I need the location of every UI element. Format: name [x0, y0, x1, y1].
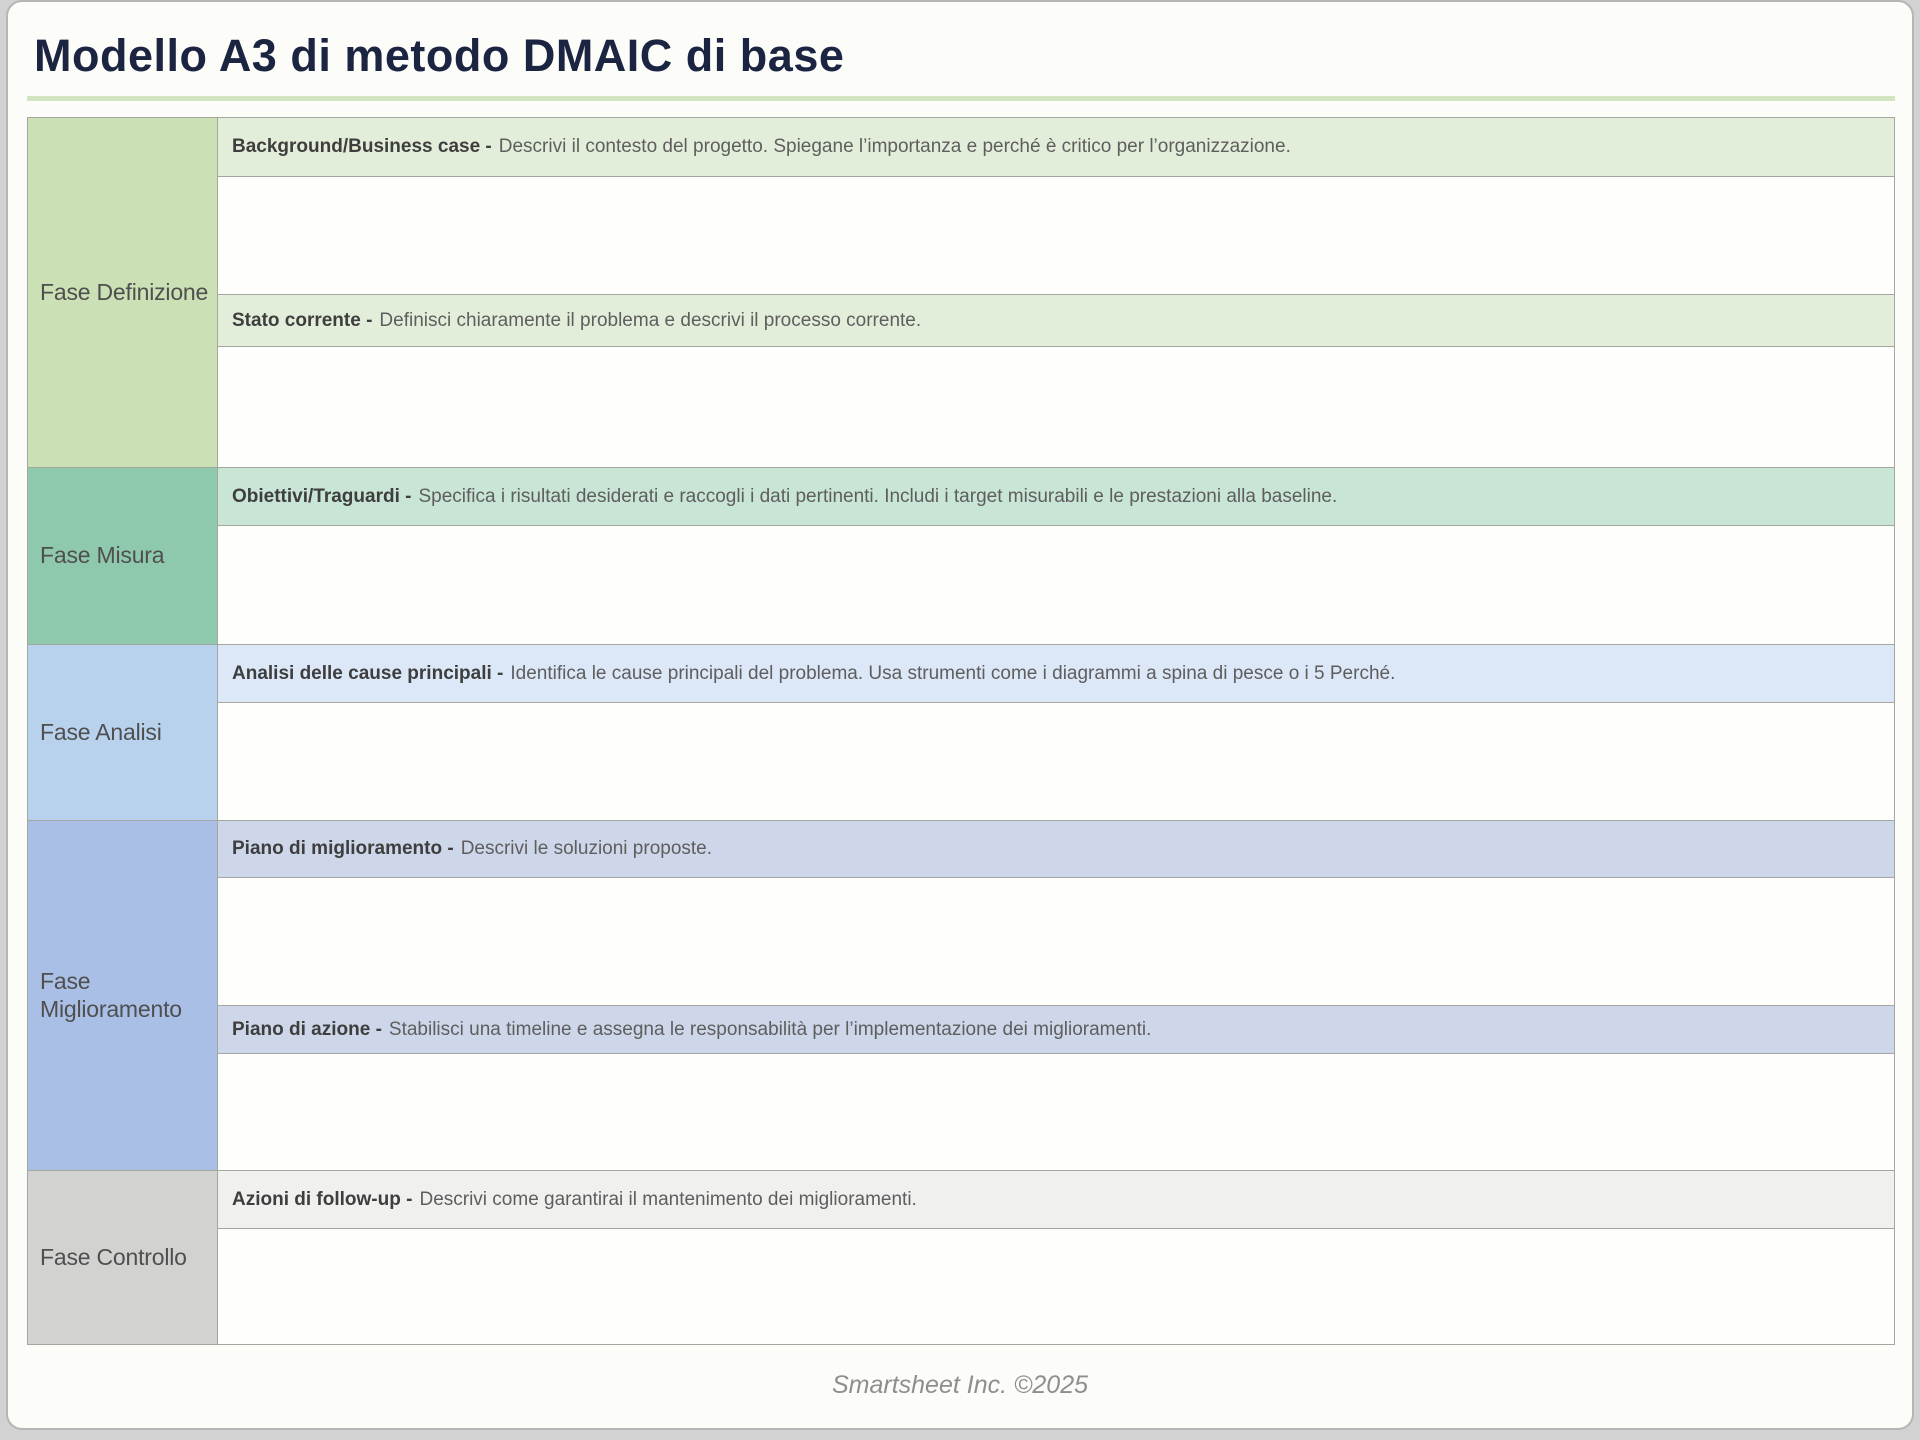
- empty-content-cell: [218, 877, 1894, 1005]
- section-header-row: Azioni di follow-up - Descrivi come gara…: [218, 1171, 1894, 1228]
- empty-content-cell: [218, 702, 1894, 820]
- empty-content-cell: [218, 1228, 1894, 1344]
- phase-label-controllo: Fase Controllo: [40, 1243, 187, 1270]
- section-fase-definizione: Fase Definizione Background/Business cas…: [28, 118, 1894, 467]
- section-header-title: Background/Business case -: [232, 136, 492, 157]
- section-header-row: Stato corrente - Definisci chiaramente i…: [218, 294, 1894, 346]
- phase-cell-analisi: Fase Analisi: [28, 645, 218, 820]
- phase-label-misura: Fase Misura: [40, 542, 165, 569]
- empty-content-cell: [218, 176, 1894, 294]
- section-header-title: Obiettivi/Traguardi -: [232, 485, 412, 507]
- a3-table: Fase Definizione Background/Business cas…: [27, 96, 1895, 1345]
- section-header-title: Piano di azione -: [232, 1018, 382, 1040]
- phase-cell-miglioramento: Fase Miglioramento: [28, 821, 218, 1170]
- empty-content-cell: [218, 346, 1894, 467]
- section-header-title: Analisi delle cause principali -: [232, 662, 504, 684]
- content-column-misura: Obiettivi/Traguardi - Specifica i risult…: [218, 468, 1894, 644]
- section-fase-analisi: Fase Analisi Analisi delle cause princip…: [28, 644, 1894, 820]
- section-fase-controllo: Fase Controllo Azioni di follow-up - Des…: [28, 1170, 1894, 1344]
- section-header-desc: Identifica le cause principali del probl…: [510, 662, 1396, 684]
- section-header-row: Piano di miglioramento - Descrivi le sol…: [218, 821, 1894, 877]
- content-column-analisi: Analisi delle cause principali - Identif…: [218, 645, 1894, 820]
- section-header-title: Piano di miglioramento -: [232, 838, 454, 859]
- content-column-miglioramento: Piano di miglioramento - Descrivi le sol…: [218, 821, 1894, 1170]
- section-fase-misura: Fase Misura Obiettivi/Traguardi - Specif…: [28, 467, 1894, 644]
- empty-content-cell: [218, 1053, 1894, 1170]
- phase-cell-misura: Fase Misura: [28, 468, 218, 644]
- section-header-title: Azioni di follow-up -: [232, 1188, 413, 1210]
- content-column-definizione: Background/Business case - Descrivi il c…: [218, 118, 1894, 467]
- phase-label-miglioramento: Fase Miglioramento: [40, 967, 182, 1022]
- section-header-row: Analisi delle cause principali - Identif…: [218, 645, 1894, 702]
- section-header-row: Obiettivi/Traguardi - Specifica i risult…: [218, 468, 1894, 525]
- section-header-title: Stato corrente -: [232, 309, 373, 331]
- section-header-row: Piano di azione - Stabilisci una timelin…: [218, 1005, 1894, 1053]
- section-header-desc: Specifica i risultati desiderati e racco…: [418, 485, 1338, 507]
- phase-cell-definizione: Fase Definizione: [28, 118, 218, 467]
- phase-label-definizione: Fase Definizione: [40, 278, 209, 305]
- phase-cell-controllo: Fase Controllo: [28, 1171, 218, 1344]
- table-grid: Fase Definizione Background/Business cas…: [27, 117, 1895, 1345]
- section-header-row: Background/Business case - Descrivi il c…: [218, 118, 1894, 176]
- section-header-desc: Descrivi le soluzioni proposte.: [460, 838, 713, 859]
- phase-label-analisi: Fase Analisi: [40, 718, 162, 745]
- content-column-controllo: Azioni di follow-up - Descrivi come gara…: [218, 1171, 1894, 1344]
- page-title: Modello A3 di metodo DMAIC di base: [34, 30, 845, 81]
- table-top-border-strip: [27, 96, 1895, 101]
- empty-content-cell: [218, 525, 1894, 644]
- table-top-gap: [27, 101, 1895, 117]
- section-header-desc: Descrivi come garantirai il mantenimento…: [419, 1188, 917, 1210]
- section-header-desc: Descrivi il contesto del progetto. Spieg…: [498, 136, 1291, 157]
- section-header-desc: Definisci chiaramente il problema e desc…: [379, 309, 922, 331]
- section-header-desc: Stabilisci una timeline e assegna le res…: [388, 1018, 1152, 1040]
- footer-credit: Smartsheet Inc. ©2025: [831, 1371, 1089, 1399]
- section-fase-miglioramento: Fase Miglioramento Piano di migliorament…: [28, 820, 1894, 1170]
- document-page: Modello A3 di metodo DMAIC di base Fase …: [6, 0, 1914, 1430]
